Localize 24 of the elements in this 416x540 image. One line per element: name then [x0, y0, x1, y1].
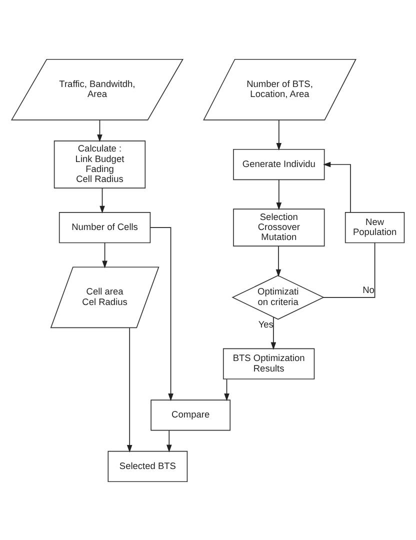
arrow — [150, 226, 174, 401]
node-box: Compare — [150, 399, 231, 430]
arrow — [276, 178, 282, 210]
node-box: Generate Individu — [233, 148, 325, 180]
arrow — [126, 327, 132, 452]
arrow — [166, 430, 172, 452]
node-box: New Population — [344, 212, 405, 243]
arrow — [276, 245, 282, 276]
arrow — [97, 119, 102, 142]
arrow — [102, 242, 108, 268]
arrow — [100, 187, 105, 213]
edge-label: No — [362, 284, 374, 295]
node-box: Number of Cells — [58, 212, 151, 243]
arrow — [270, 316, 276, 350]
arrow — [276, 119, 282, 150]
edge-label: Yes — [258, 318, 274, 329]
node-box: Selection Crossover Mutation — [233, 208, 325, 246]
arrow — [224, 378, 230, 401]
node-box: Selected BTS — [108, 450, 188, 482]
connector — [323, 242, 376, 298]
node-box: Calculate : Link Budget Fading Cell Radius — [54, 140, 146, 188]
node-diamond: Optimizati on criteria — [232, 274, 324, 320]
node-box: BTS Optimization Results — [222, 348, 315, 379]
arrow — [323, 161, 351, 212]
